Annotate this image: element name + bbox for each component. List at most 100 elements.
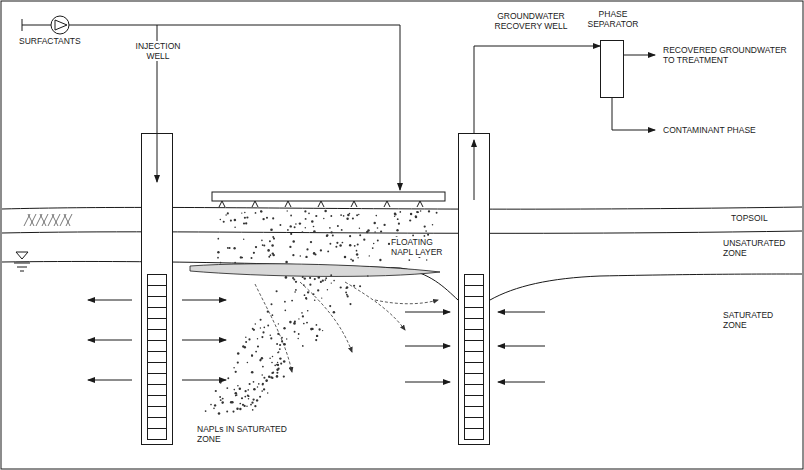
- pump-symbol: [55, 20, 67, 30]
- napl-droplet: [373, 243, 374, 244]
- napl-droplet: [215, 390, 217, 392]
- output-pipe: [612, 98, 655, 130]
- napl-droplet: [269, 334, 271, 336]
- napl-droplet: [356, 214, 358, 216]
- napl-droplet: [268, 256, 270, 258]
- napl-droplet: [210, 404, 212, 406]
- napl-droplet: [280, 363, 282, 365]
- pump-symbol: [51, 16, 69, 34]
- napl-droplet: [277, 362, 278, 363]
- napl-droplet: [357, 243, 359, 245]
- napl-droplet: [245, 341, 247, 343]
- well-casing: INJECTION WELL: [141, 133, 173, 445]
- napl-droplet: [247, 362, 249, 364]
- napl-droplet: [325, 277, 327, 279]
- well-casing: GROUNDWATER RECOVERY WELL: [458, 133, 490, 445]
- napl-droplet: [339, 244, 341, 246]
- napl-droplet: [214, 404, 216, 406]
- napl-droplet: [257, 338, 258, 339]
- napl-droplet: [244, 396, 246, 398]
- napl-droplet: [349, 303, 351, 305]
- napl-droplet: [239, 388, 241, 390]
- napl-droplet: [417, 211, 419, 213]
- napl-droplet: [273, 238, 275, 240]
- napl-droplet: [218, 412, 221, 415]
- napl-droplet: [299, 222, 301, 224]
- napl-droplet: [323, 218, 324, 219]
- napl-droplet: [290, 233, 292, 235]
- napl-droplet: [272, 254, 274, 256]
- napl-droplet: [278, 351, 280, 353]
- napl-droplet: [251, 355, 253, 357]
- napl-droplet: [349, 213, 350, 214]
- flow-arrow: [88, 380, 132, 381]
- supply-pipe: [22, 25, 51, 26]
- napl-droplet: [249, 383, 251, 385]
- napl-droplet: [233, 247, 235, 249]
- napl-droplet: [343, 215, 345, 217]
- napl-droplet: [356, 250, 358, 252]
- napl-droplet: [245, 222, 247, 224]
- napl-droplet: [263, 244, 265, 246]
- napl-droplet: [263, 326, 265, 328]
- napl-droplet: [253, 388, 256, 391]
- napl-droplet: [277, 352, 279, 354]
- napl-droplet: [327, 289, 328, 290]
- napl-droplet: [227, 212, 229, 214]
- napl-droplet: [295, 281, 297, 283]
- napl-droplet: [270, 376, 272, 378]
- napl-droplet: [219, 396, 221, 398]
- napl-droplet: [326, 234, 328, 236]
- napl-droplet: [352, 217, 354, 219]
- separator-vessel: PHASE SEPARATOR: [600, 40, 624, 98]
- napl-droplet: [226, 387, 228, 389]
- zone-label: NAPLs IN SATURATED ZONE: [196, 424, 290, 444]
- output-label: RECOVERED GROUNDWATER TO TREATMENT: [662, 45, 800, 65]
- napl-droplet: [230, 220, 232, 222]
- napl-droplet: [283, 360, 286, 363]
- napl-droplet: [255, 212, 257, 214]
- napl-droplet: [234, 226, 236, 228]
- napl-droplet: [272, 217, 274, 219]
- napl-droplet: [270, 337, 272, 339]
- napl-droplet: [205, 410, 207, 412]
- flow-arrow: [182, 300, 226, 301]
- output-label: CONTAMINANT PHASE: [662, 125, 794, 135]
- napl-droplet: [359, 234, 361, 236]
- napl-droplet: [289, 321, 292, 324]
- napl-droplet: [283, 343, 286, 346]
- napl-droplet: [326, 235, 328, 237]
- napl-droplet: [281, 340, 283, 342]
- napl-droplet: [251, 371, 254, 374]
- napl-droplet: [244, 212, 246, 214]
- napl-droplet: [246, 405, 247, 406]
- napl-droplet: [272, 314, 274, 316]
- napl-droplet: [350, 259, 352, 261]
- napl-droplet: [237, 352, 240, 355]
- napl-droplet: [347, 214, 350, 217]
- napl-droplet: [267, 325, 269, 327]
- napl-droplet: [281, 337, 283, 339]
- napl-droplet: [284, 310, 286, 312]
- napl-droplet: [257, 386, 258, 387]
- napl-droplet: [347, 295, 349, 297]
- water-table-symbol: [14, 263, 30, 271]
- napl-droplet: [262, 218, 264, 220]
- napl-droplet: [244, 217, 246, 219]
- napl-droplet: [349, 244, 351, 246]
- napl-droplet: [322, 280, 324, 282]
- well-screen: [147, 274, 167, 440]
- napl-droplet: [396, 229, 398, 231]
- napl-droplet: [324, 210, 327, 213]
- napl-droplet: [277, 364, 279, 366]
- flow-arrow: [474, 140, 475, 200]
- napl-droplet: [258, 383, 260, 385]
- zone-label: SATURATED ZONE: [722, 310, 800, 330]
- napl-droplet: [241, 397, 243, 399]
- napl-droplet: [356, 253, 359, 256]
- napl-droplet: [340, 214, 342, 216]
- napl-droplet: [222, 398, 224, 400]
- napl-droplet: [294, 291, 296, 293]
- napl-droplet: [245, 390, 247, 392]
